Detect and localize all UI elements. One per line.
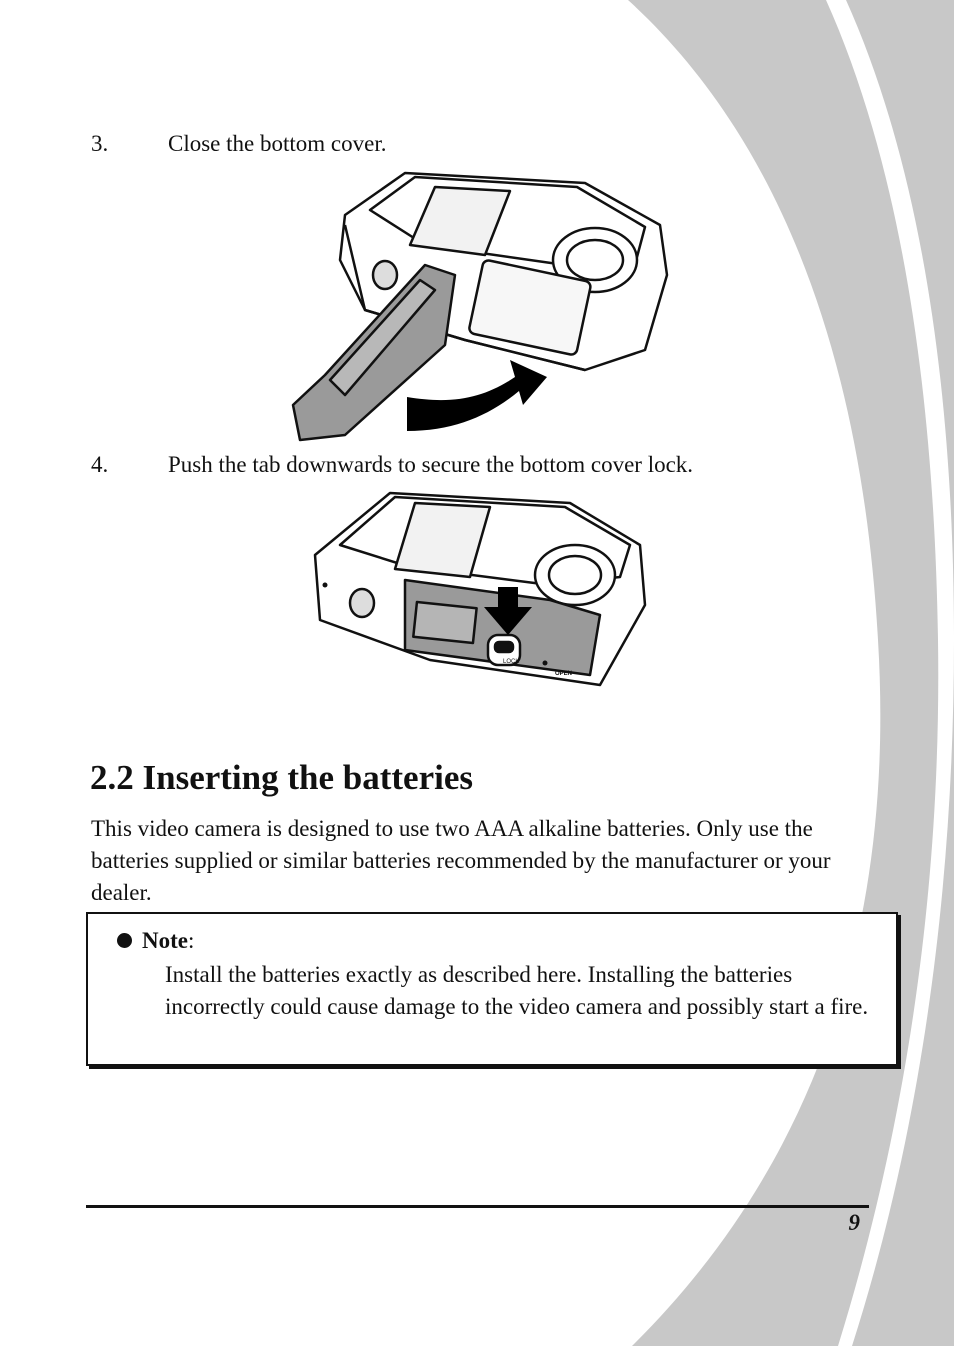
note-label: Note [142,928,188,953]
camera-bottom-cover-lock-illustration: LOCK OPEN [313,491,647,687]
step-3-text: Close the bottom cover. [168,131,387,156]
lock-label: LOCK [503,659,519,665]
note-text: Install the batteries exactly as describ… [165,962,869,1019]
step-4-number: 4. [91,452,109,477]
page-number: 9 [848,1210,861,1235]
step-4-text: Push the tab downwards to secure the bot… [168,452,694,477]
footer-rule [86,1205,869,1208]
open-label: OPEN [555,671,572,677]
bullet-icon [117,933,132,948]
step-3-number: 3. [91,131,109,156]
note-box: Note: Install the batteries exactly as d… [86,912,898,1066]
section-heading: 2.2 Inserting the batteries [90,758,474,797]
camera-bottom-cover-open-illustration [291,171,669,442]
note-colon: : [187,928,195,953]
section-paragraph: This video camera is designed to use two… [91,816,831,905]
note-title: Note: [142,927,194,955]
